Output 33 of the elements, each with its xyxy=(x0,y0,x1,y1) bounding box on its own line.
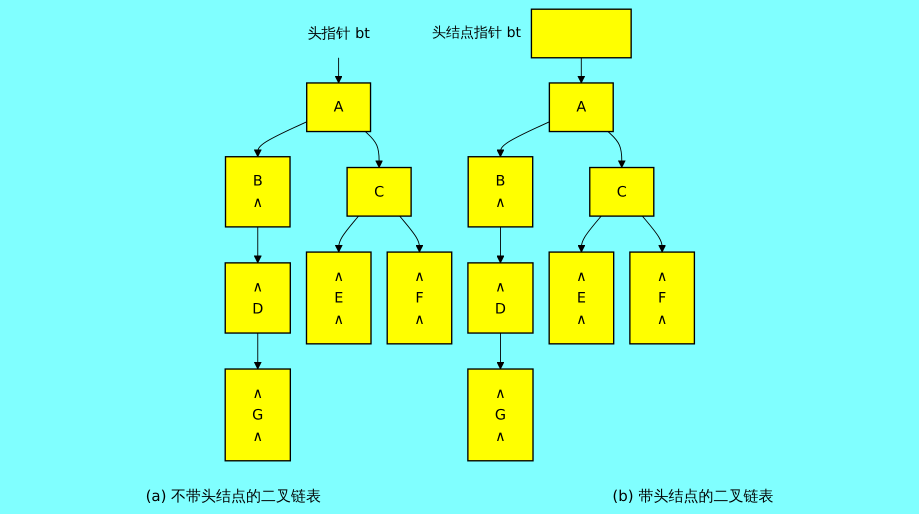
node-box: ∧ F ∧ xyxy=(386,251,452,345)
figure-caption: (b) 带头结点的二叉链表 xyxy=(612,487,774,506)
figure-caption: (a) 不带头结点的二叉链表 xyxy=(146,487,322,506)
arrow xyxy=(334,57,342,84)
node-box: A xyxy=(548,82,614,132)
node-box: C xyxy=(588,166,654,217)
arrow xyxy=(642,216,666,252)
node-box: A xyxy=(306,82,371,132)
node-box: B ∧ xyxy=(224,156,290,228)
arrow xyxy=(496,332,504,370)
arrow xyxy=(334,216,359,252)
arrow xyxy=(254,226,262,264)
pointer-label: 头结点指针 bt xyxy=(432,24,521,42)
node-box: ∧ E ∧ xyxy=(306,251,372,345)
node-box: ∧ G ∧ xyxy=(224,368,291,462)
arrow xyxy=(607,131,626,168)
node-box xyxy=(530,8,632,58)
arrow xyxy=(364,131,383,168)
node-box: ∧ D xyxy=(224,262,291,334)
node-box: ∧ G ∧ xyxy=(466,368,534,462)
arrow xyxy=(577,57,585,84)
node-box: ∧ F ∧ xyxy=(628,251,695,345)
arrow xyxy=(496,121,550,158)
arrow xyxy=(496,226,504,264)
arrow xyxy=(577,216,602,252)
node-text: 头指针 bt xyxy=(307,24,370,42)
arrow xyxy=(398,216,424,252)
node-box: ∧ D xyxy=(466,262,534,334)
arrow xyxy=(254,332,262,370)
arrow xyxy=(254,121,307,158)
node-box: C xyxy=(346,166,412,217)
node-box: ∧ E ∧ xyxy=(548,251,614,345)
node-box: B ∧ xyxy=(467,156,534,228)
